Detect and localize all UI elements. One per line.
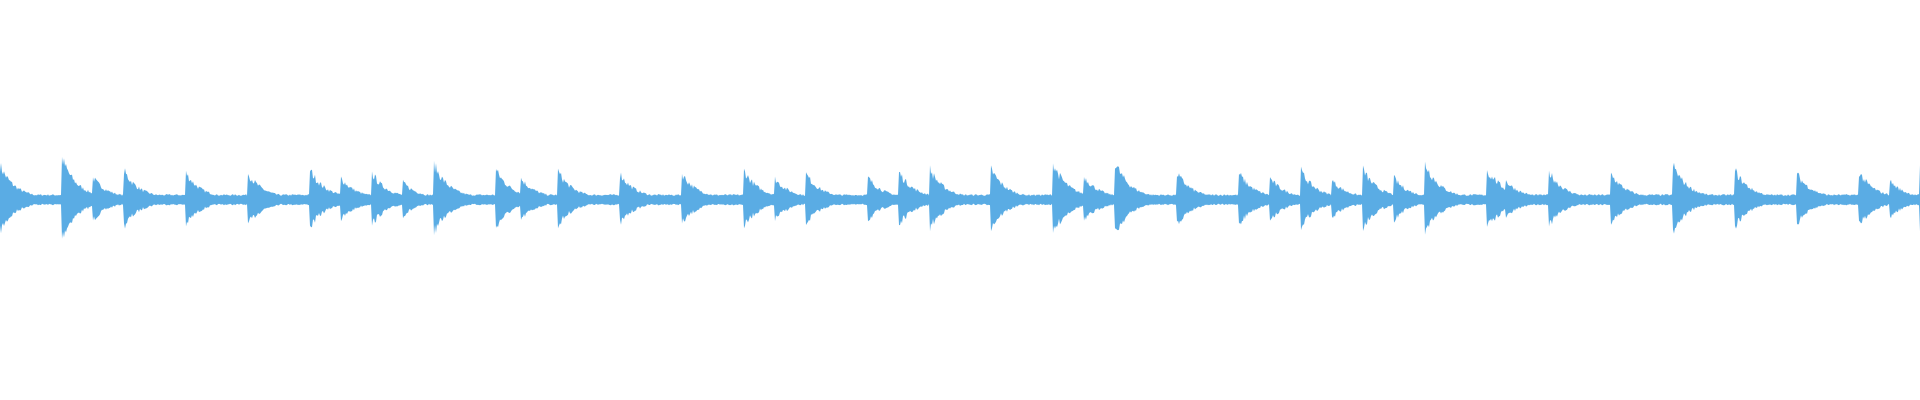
waveform-shape xyxy=(0,156,1920,239)
waveform-channel xyxy=(0,156,1920,239)
